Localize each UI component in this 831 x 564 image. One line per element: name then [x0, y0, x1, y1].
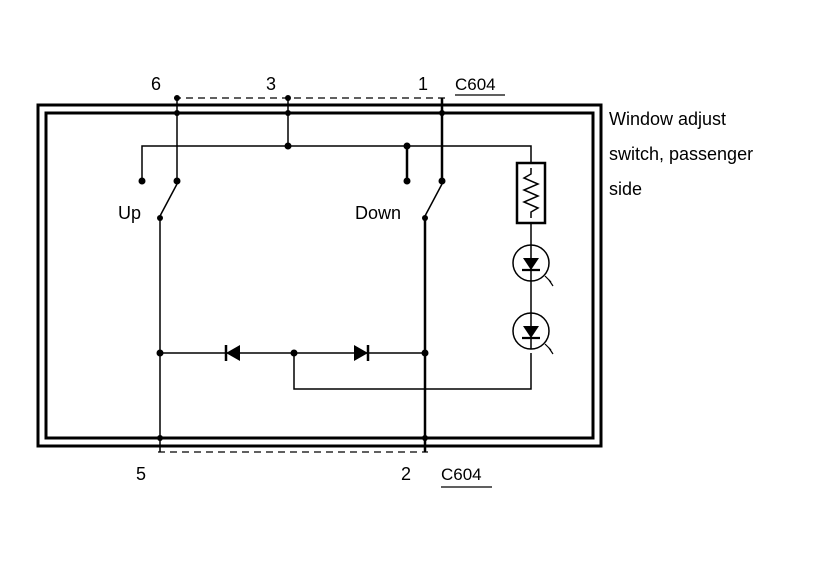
connector-top-label: C604 [455, 75, 496, 94]
pin-label-1: 1 [418, 74, 428, 94]
housing-outer [36, 103, 603, 448]
down-switch-blade [424, 183, 443, 217]
led-lower-icon [512, 312, 554, 355]
caption-line-2: switch, passenger [609, 144, 754, 164]
connector-bottom-label: C604 [441, 465, 482, 484]
diode-right-icon [354, 345, 370, 361]
junction-pin-3 [285, 95, 291, 101]
junction-diode-left [156, 349, 164, 357]
junction-diode-right [421, 349, 429, 357]
led-upper-icon [512, 244, 554, 287]
junction-pin-6 [174, 95, 180, 101]
junction-down-contact [403, 142, 411, 150]
lamp-return-wire [293, 353, 532, 390]
up-switch-contact-right [173, 177, 181, 185]
pin-label-3: 3 [266, 74, 276, 94]
junction-pin-5-housing [157, 435, 163, 441]
common-bus [141, 145, 532, 180]
housing-inner [44, 111, 595, 440]
diode-left-icon [224, 345, 240, 361]
pin-label-5: 5 [136, 464, 146, 484]
caption-line-3: side [609, 179, 643, 199]
up-switch-label: Up [118, 203, 141, 223]
down-switch-contact-right [438, 177, 446, 185]
up-switch-contact [138, 177, 146, 185]
down-switch-label: Down [355, 203, 401, 223]
caption-line-1: Window adjust [609, 109, 727, 129]
junction-pin-3-housing [285, 110, 291, 116]
junction-pin-1 [439, 110, 445, 116]
down-switch-contact [403, 177, 411, 185]
switch-caption: Window adjust switch, passenger side [609, 102, 824, 207]
pin-label-6: 6 [151, 74, 161, 94]
junction-pin-2-housing [422, 435, 428, 441]
up-switch-blade [159, 183, 178, 217]
junction-pin-6-housing [174, 110, 180, 116]
resistor-zigzag [522, 168, 540, 218]
pin-label-2: 2 [401, 464, 411, 484]
